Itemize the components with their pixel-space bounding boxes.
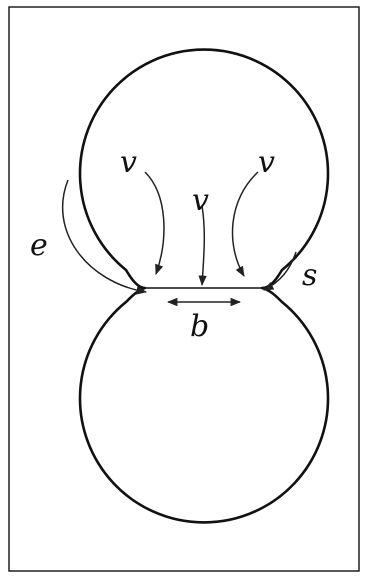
label-v-center: v	[192, 183, 209, 218]
label-v-right: v	[258, 145, 275, 180]
label-b: b	[190, 309, 209, 344]
e-arrow	[62, 179, 148, 295]
label-s: s	[302, 258, 317, 293]
label-v-left: v	[120, 145, 137, 180]
label-e: e	[30, 228, 48, 263]
v-left-arrow	[144, 171, 165, 275]
s-arrow	[263, 251, 297, 291]
v-right-arrow	[231, 171, 259, 277]
v-center-arrow	[198, 205, 207, 287]
